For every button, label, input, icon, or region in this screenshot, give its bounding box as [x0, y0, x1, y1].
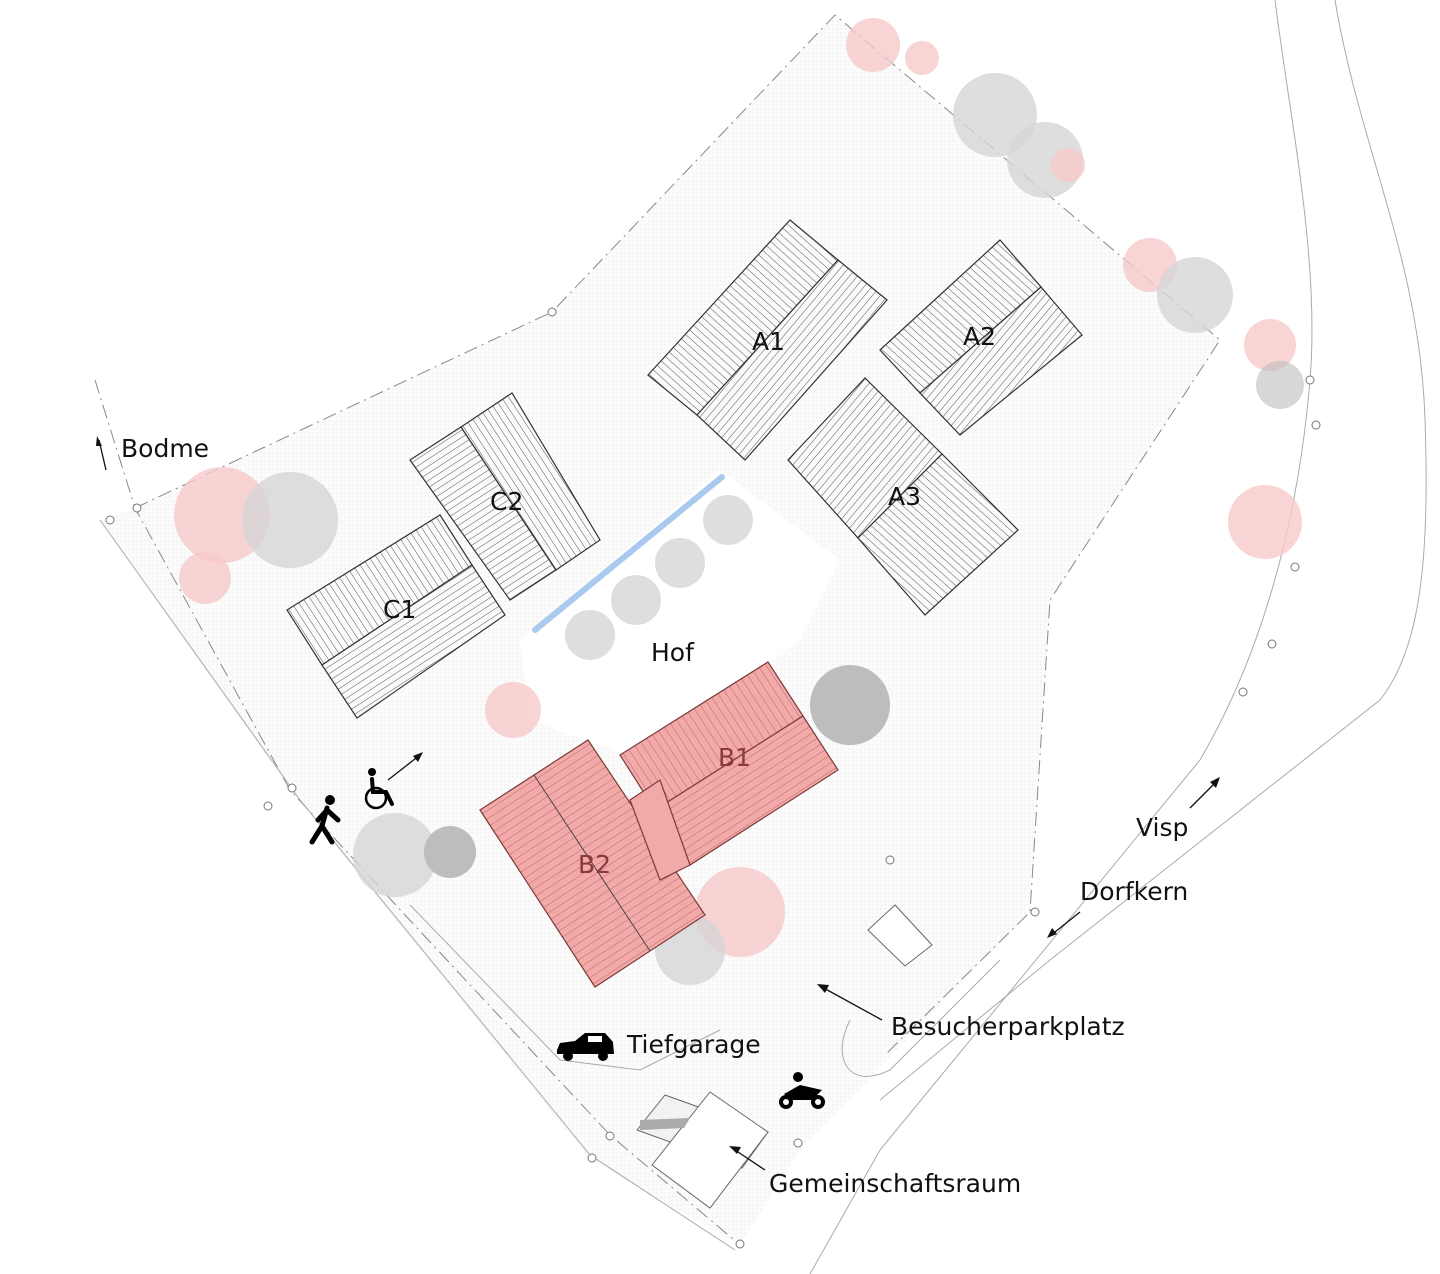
label-gemeinschaftsraum: Gemeinschaftsraum — [769, 1169, 1021, 1198]
building-label-b2: B2 — [578, 850, 611, 879]
building-label-a3: A3 — [888, 482, 921, 511]
road-west — [99, 519, 736, 1251]
motorcycle-icon — [779, 1072, 825, 1109]
building-label-a1: A1 — [752, 327, 785, 356]
building-a1: A1 — [647, 219, 888, 461]
courtyard — [520, 470, 840, 760]
label-bodme: Bodme — [121, 434, 209, 463]
garage-ramp — [409, 904, 721, 1071]
building-b2: B2 — [479, 739, 706, 988]
building-label-c2: C2 — [490, 487, 523, 516]
site-boundary-west — [94, 379, 741, 1246]
label-tiefgarage: Tiefgarage — [626, 1030, 761, 1059]
parking-shelter — [867, 904, 933, 967]
pedestrian-icon — [309, 795, 341, 845]
label-dorfkern: Dorfkern — [1080, 877, 1188, 906]
building-label-b1: B1 — [718, 743, 751, 772]
road-east-2 — [879, 0, 1427, 1101]
boundary-posts — [105, 307, 1321, 1249]
road-east — [809, 0, 1313, 1274]
car-icon — [557, 1033, 614, 1061]
wheelchair-icon — [364, 768, 394, 810]
building-a2: A2 — [879, 239, 1083, 436]
water-channel — [532, 474, 725, 633]
trees — [174, 18, 1304, 985]
parking-loop — [841, 959, 1001, 1077]
label-hof: Hof — [651, 638, 695, 667]
label-besucherparkplatz: Besucherparkplatz — [891, 1012, 1125, 1041]
label-visp: Visp — [1136, 813, 1188, 842]
building-label-a2: A2 — [963, 322, 996, 351]
building-a3: A3 — [787, 377, 1019, 616]
building-c2: C2 — [409, 392, 601, 601]
building-c1: C1 — [286, 514, 506, 719]
building-label-c1: C1 — [383, 595, 416, 624]
